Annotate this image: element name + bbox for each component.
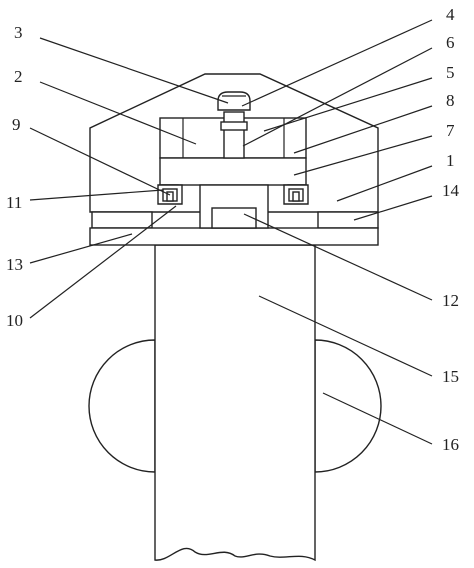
label-4: 4 xyxy=(446,5,455,24)
right-lobe xyxy=(314,339,382,473)
slider-right-core xyxy=(292,191,300,202)
leader-12 xyxy=(243,213,433,301)
left-lobe xyxy=(88,339,156,473)
leader-13 xyxy=(29,233,133,264)
label-6: 6 xyxy=(446,33,455,52)
leader-10 xyxy=(29,205,177,319)
leader-1 xyxy=(336,165,433,202)
support-pad-right xyxy=(317,211,379,229)
label-1: 1 xyxy=(446,151,455,170)
shaft xyxy=(223,111,245,159)
middle-block xyxy=(159,157,307,186)
label-15: 15 xyxy=(442,367,459,386)
label-16: 16 xyxy=(442,435,459,454)
leader-5 xyxy=(263,77,433,132)
leader-9 xyxy=(29,127,171,196)
label-3: 3 xyxy=(14,23,23,42)
label-14: 14 xyxy=(442,181,460,200)
leader-4 xyxy=(241,19,433,107)
connector-recess xyxy=(211,207,257,229)
label-8: 8 xyxy=(446,91,455,110)
label-7: 7 xyxy=(446,121,455,140)
label-9: 9 xyxy=(12,115,21,134)
label-10: 10 xyxy=(6,311,23,330)
label-13: 13 xyxy=(6,255,23,274)
leader-6 xyxy=(242,47,433,147)
leader-3 xyxy=(39,37,229,104)
leader-11 xyxy=(29,189,164,201)
base-plate xyxy=(89,227,379,246)
leader-7 xyxy=(293,135,433,176)
label-2: 2 xyxy=(14,67,23,86)
label-11: 11 xyxy=(6,193,22,212)
leader-16 xyxy=(322,392,433,445)
slider-left-core xyxy=(166,191,174,202)
leader-2 xyxy=(39,81,197,145)
leader-14 xyxy=(353,195,433,221)
leader-15 xyxy=(258,295,433,377)
label-12: 12 xyxy=(442,291,459,310)
leader-8 xyxy=(293,105,433,154)
support-pad-left xyxy=(91,211,153,229)
label-5: 5 xyxy=(446,63,455,82)
column-body xyxy=(154,244,316,562)
shaft-collar xyxy=(220,121,248,131)
